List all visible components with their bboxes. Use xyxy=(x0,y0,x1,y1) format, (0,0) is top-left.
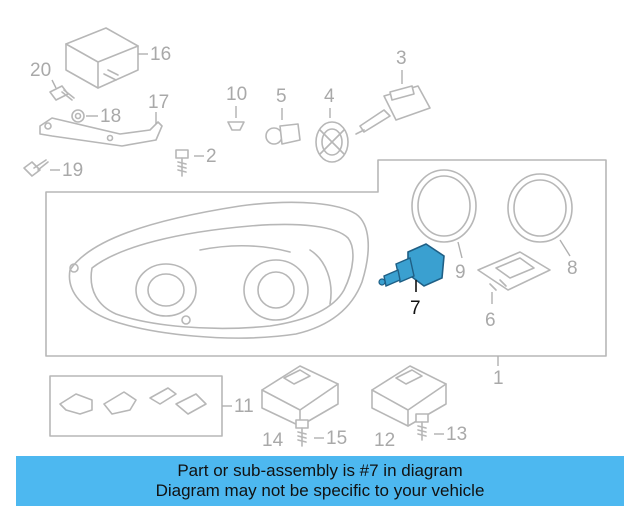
callout-11[interactable]: 11 xyxy=(234,396,254,417)
banner-line-1: Part or sub-assembly is #7 in diagram xyxy=(177,461,463,480)
callout-16[interactable]: 16 xyxy=(150,44,171,65)
callout-2[interactable]: 2 xyxy=(206,146,217,167)
part-4-socket[interactable] xyxy=(315,121,349,163)
callout-7[interactable]: 7 xyxy=(410,298,421,319)
callout-18[interactable]: 18 xyxy=(100,106,121,127)
callout-8[interactable]: 8 xyxy=(567,258,578,279)
exploded-parts-diagram: 16 20 18 17 19 10 xyxy=(23,27,607,451)
part-10-clip[interactable] xyxy=(227,121,245,131)
callout-9[interactable]: 9 xyxy=(455,262,466,283)
part-18-nut[interactable] xyxy=(71,109,85,123)
part-17-bracket[interactable] xyxy=(39,117,163,147)
part-9-retaining-ring[interactable] xyxy=(411,169,477,243)
part-12-igniter-module[interactable] xyxy=(371,365,447,427)
callout-14[interactable]: 14 xyxy=(262,430,284,451)
banner-line-2: Diagram may not be specific to your vehi… xyxy=(155,481,485,500)
part-1-headlamp-housing[interactable] xyxy=(68,201,370,339)
callout-6[interactable]: 6 xyxy=(485,310,496,331)
callout-3[interactable]: 3 xyxy=(396,48,407,69)
callout-15[interactable]: 15 xyxy=(326,428,347,449)
callout-12[interactable]: 12 xyxy=(374,430,395,451)
callout-10[interactable]: 10 xyxy=(226,84,247,105)
part-info-banner: Part or sub-assembly is #7 in diagram Di… xyxy=(16,456,624,506)
part-7-highlighted-component[interactable] xyxy=(378,243,445,287)
part-13-screw[interactable] xyxy=(415,413,429,441)
part-2-screw[interactable] xyxy=(175,149,189,177)
part-20-bolt[interactable] xyxy=(49,85,75,101)
callout-17[interactable]: 17 xyxy=(148,92,169,113)
part-11-bracket-kit-frame xyxy=(49,375,223,437)
part-3-xenon-bulb[interactable] xyxy=(355,85,431,135)
part-14-ballast-module[interactable] xyxy=(261,365,339,427)
callout-13[interactable]: 13 xyxy=(446,424,467,445)
part-6-control-unit[interactable] xyxy=(477,251,551,291)
part-8-cover-ring[interactable] xyxy=(507,173,573,243)
callout-20[interactable]: 20 xyxy=(30,60,51,81)
part-15-screw[interactable] xyxy=(295,419,309,447)
headlamp-assembly-frame xyxy=(45,159,607,357)
part-11-brackets[interactable] xyxy=(59,387,207,415)
callout-5[interactable]: 5 xyxy=(276,86,287,107)
callout-4[interactable]: 4 xyxy=(324,86,335,107)
part-5-bulb-socket[interactable] xyxy=(265,123,301,145)
part-19-screw[interactable] xyxy=(23,159,49,177)
callout-19[interactable]: 19 xyxy=(62,160,83,181)
callout-1[interactable]: 1 xyxy=(493,368,504,389)
part-16-control-module[interactable] xyxy=(65,27,139,89)
